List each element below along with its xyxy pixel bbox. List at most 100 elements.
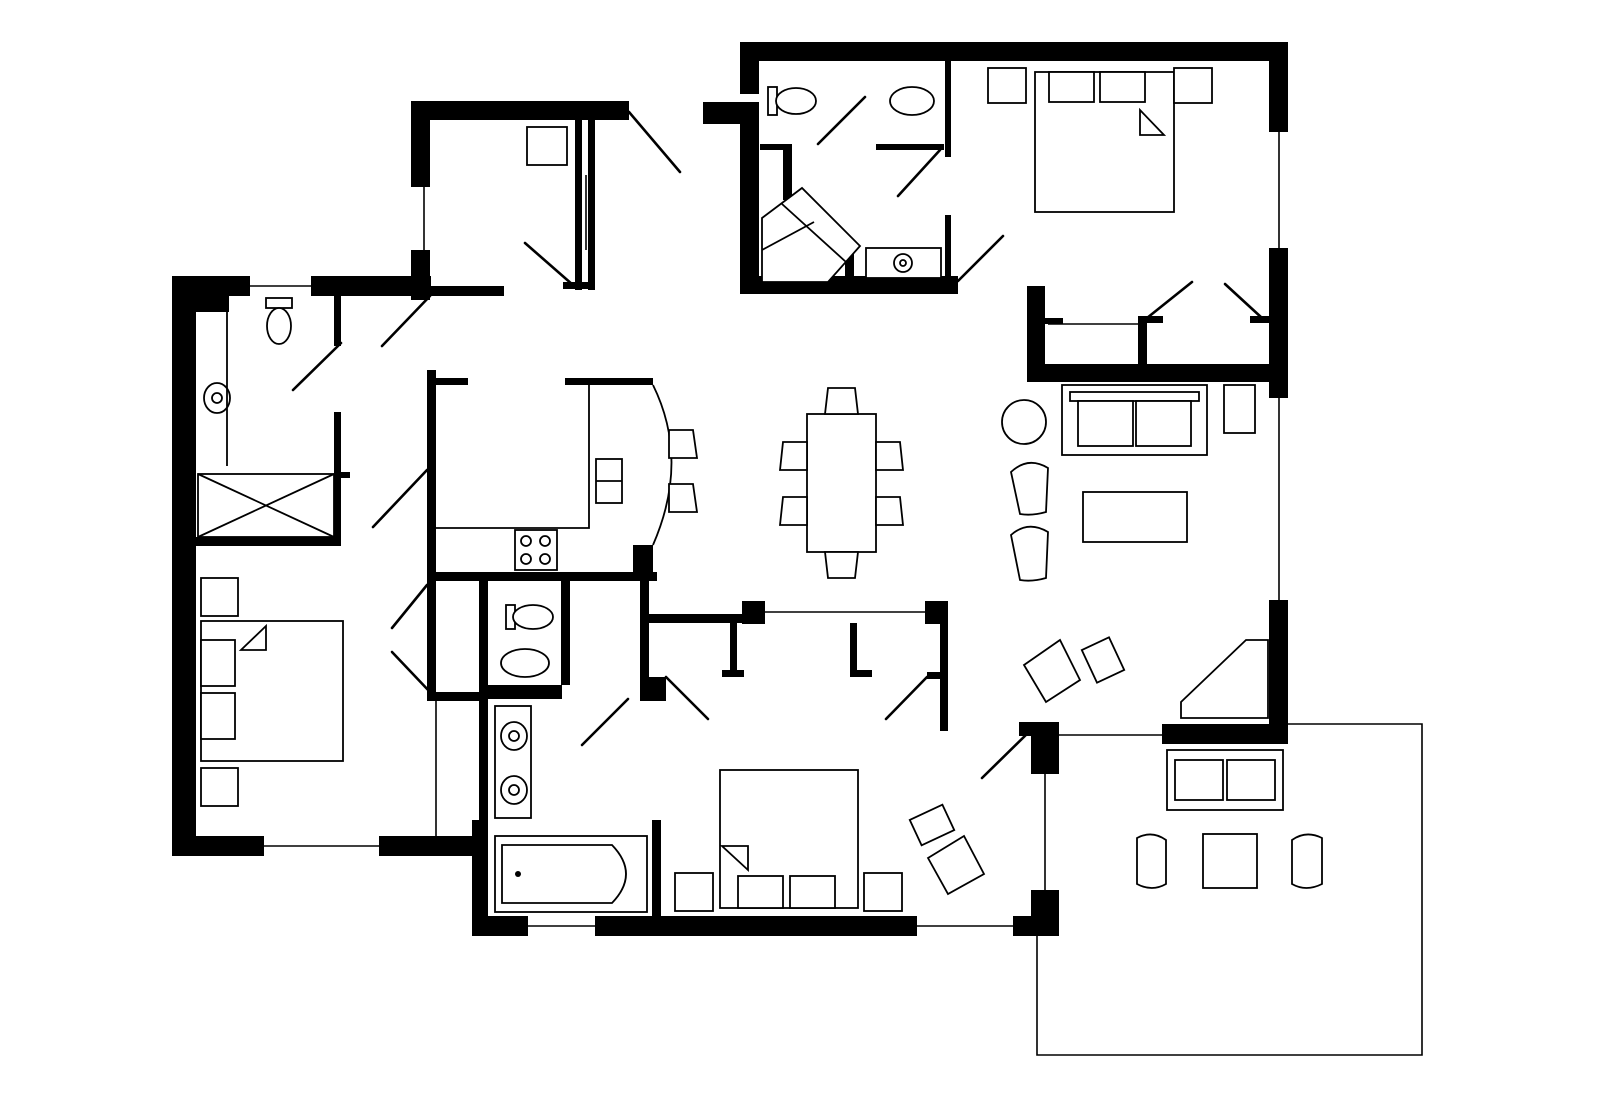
sofa-back: [1069, 391, 1200, 402]
wall: [334, 296, 341, 346]
nightstand: [987, 67, 1027, 104]
south-bath-fixtures: [494, 705, 648, 913]
wall: [742, 601, 765, 624]
patio-table: [1202, 833, 1258, 889]
windows: [250, 132, 1280, 927]
bar-stool: [668, 483, 699, 513]
wall: [172, 276, 196, 856]
wall: [1045, 318, 1063, 324]
wall: [703, 102, 759, 124]
door: [627, 110, 682, 174]
sofa-cushion: [1077, 400, 1134, 447]
counter: [436, 385, 590, 529]
ottoman: [908, 803, 956, 847]
wall: [565, 378, 653, 385]
wall: [876, 144, 944, 150]
vanity: [865, 247, 942, 279]
kitchen-fixtures: [436, 384, 699, 571]
ottoman: [1080, 636, 1126, 684]
wall: [1027, 286, 1045, 382]
shower-grid: [761, 221, 815, 251]
loveseat-cushion: [1226, 759, 1276, 801]
door: [896, 148, 942, 198]
burner: [539, 535, 551, 547]
wall: [1147, 316, 1163, 323]
shower-x: [197, 473, 335, 538]
sink: [500, 721, 528, 751]
armchair: [926, 834, 986, 896]
wall: [730, 623, 737, 673]
wall: [1162, 724, 1288, 744]
west-bath-fixtures: [197, 297, 335, 538]
patio-chair: [1291, 833, 1323, 889]
island-curve: [652, 384, 673, 546]
door: [291, 341, 343, 392]
wall: [427, 370, 436, 572]
door: [1145, 280, 1194, 320]
wall: [427, 581, 436, 701]
wall: [430, 286, 504, 296]
south-bedroom-furniture: [674, 769, 986, 912]
wall: [640, 581, 649, 691]
dining-chair: [875, 496, 905, 526]
wall: [1138, 316, 1147, 366]
pillow: [1048, 71, 1095, 103]
wall: [1269, 600, 1288, 742]
dining-chair: [823, 551, 860, 579]
end-table: [1223, 384, 1256, 434]
sink: [203, 382, 231, 414]
corner-shower: [761, 186, 862, 283]
tub-drain: [515, 871, 521, 877]
wall: [652, 820, 661, 918]
patio: [1036, 723, 1423, 1056]
sink-drain: [508, 730, 520, 742]
sink-drain: [899, 259, 907, 267]
armchair: [1010, 525, 1049, 582]
wall: [945, 61, 951, 157]
wall: [436, 378, 468, 385]
wall: [740, 124, 759, 294]
door: [390, 583, 429, 630]
toilet-tank: [265, 297, 293, 309]
wall: [563, 282, 595, 289]
wall: [595, 916, 917, 936]
coffee-table: [1082, 491, 1188, 543]
door: [816, 95, 867, 146]
living-furniture: [1001, 384, 1269, 719]
wall: [561, 581, 570, 685]
pillow: [737, 875, 784, 909]
bed-fold: [238, 623, 267, 651]
half-bath-fixtures: [500, 604, 554, 678]
door: [580, 697, 630, 747]
wall: [1027, 364, 1277, 382]
wall: [740, 42, 759, 94]
wall: [411, 101, 629, 120]
armchair: [1010, 462, 1049, 516]
entry-closet-fixtures: [526, 126, 568, 166]
bed-fold: [1139, 107, 1167, 136]
wall: [640, 677, 666, 701]
wall: [1269, 42, 1288, 132]
wall: [850, 670, 872, 677]
wall: [740, 42, 1288, 61]
toilet-bowl: [775, 87, 817, 115]
door: [884, 675, 929, 721]
wall: [196, 537, 341, 546]
tub-basin: [501, 844, 627, 904]
sink: [893, 253, 913, 273]
door: [371, 468, 429, 529]
pillow: [789, 875, 836, 909]
toilet-bowl: [512, 604, 554, 630]
wall: [311, 276, 431, 296]
wall: [845, 246, 854, 282]
doors: [291, 95, 1264, 780]
sink-oval: [500, 648, 550, 678]
wall: [341, 472, 350, 478]
master-bedroom-furniture: [987, 67, 1213, 213]
wall: [479, 581, 488, 871]
wall: [172, 836, 264, 856]
dining-chair: [778, 441, 808, 471]
door: [380, 294, 432, 348]
wall: [850, 623, 857, 673]
